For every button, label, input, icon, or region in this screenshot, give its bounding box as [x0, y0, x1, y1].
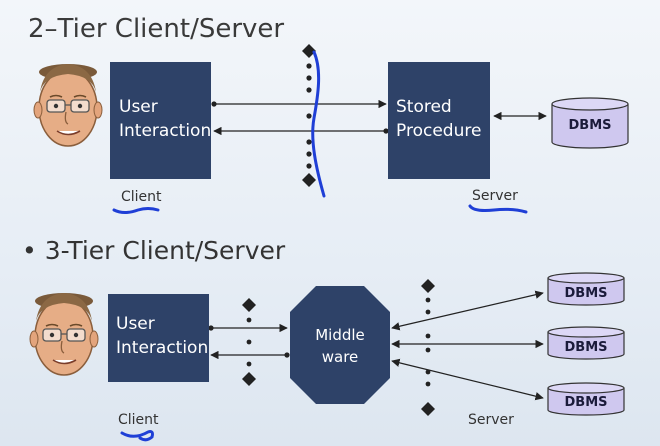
- person-face-icon: [33, 64, 103, 147]
- middleware-label: Middle ware: [290, 324, 390, 368]
- pen-underline-client: [112, 207, 160, 214]
- client-box-3tier: User Interaction: [108, 294, 209, 382]
- dbms-label-2: DBMS: [564, 340, 608, 355]
- dbms-cylinder: [551, 97, 629, 149]
- two-tier-response-arrow: [213, 126, 389, 136]
- middleware-octagon: [290, 286, 390, 404]
- three-tier-request-arrow: [208, 323, 288, 333]
- three-tier-boundary-right: [421, 279, 435, 416]
- middleware-line-1: Middle: [315, 326, 365, 344]
- server-box: Stored Procedure: [388, 62, 490, 179]
- client-box-line-2: Interaction: [119, 121, 212, 141]
- pen-underline-client-2: [120, 430, 154, 442]
- three-tier-response-arrow: [210, 350, 290, 360]
- two-tier-title: 2–Tier Client/Server: [28, 14, 285, 44]
- middleware-dbms-arrow-1: [391, 290, 544, 331]
- dbms-label-3: DBMS: [564, 395, 608, 410]
- two-tier-request-arrow: [211, 99, 387, 109]
- client-box: User Interaction: [110, 62, 211, 179]
- dbms-cylinder: [547, 326, 625, 360]
- client-box-3tier-line-1: User: [116, 314, 155, 334]
- middleware-dbms-arrow-3: [391, 358, 544, 401]
- pen-underline-server: [468, 204, 528, 214]
- server-label: Server: [472, 188, 518, 204]
- client-box-line-1: User: [119, 97, 158, 117]
- middleware-line-2: ware: [321, 348, 359, 366]
- server-box-line-1: Stored: [396, 97, 452, 117]
- three-tier-boundary-left: [242, 298, 256, 386]
- person-face-icon: [29, 293, 99, 376]
- dbms-label: DBMS: [568, 118, 612, 133]
- two-tier-boundary: [302, 44, 316, 187]
- dbms-cylinder: [547, 272, 625, 306]
- dbms-cylinder: [547, 382, 625, 416]
- client-label: Client: [121, 189, 162, 205]
- pen-annotation-boundary: [311, 50, 326, 198]
- client-box-3tier-line-2: Interaction: [116, 338, 209, 358]
- dbms-label-1: DBMS: [564, 286, 608, 301]
- client-label-3tier: Client: [118, 412, 159, 428]
- three-tier-title: • 3-Tier Client/Server: [22, 236, 286, 265]
- server-box-line-2: Procedure: [396, 121, 482, 141]
- server-label-3tier: Server: [468, 412, 514, 428]
